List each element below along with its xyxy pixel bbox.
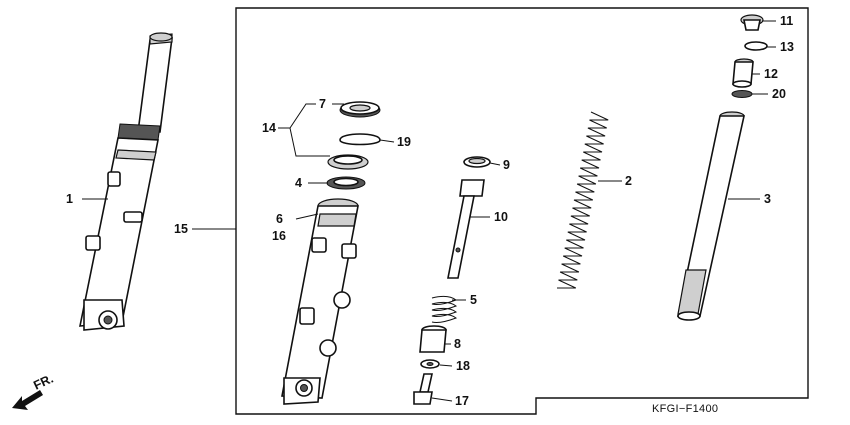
callout-1: 1 bbox=[66, 192, 73, 206]
callout-20: 20 bbox=[772, 87, 786, 101]
fork-bolt-part bbox=[740, 14, 764, 31]
callout-16: 16 bbox=[272, 229, 286, 243]
fork-spring-part bbox=[557, 111, 609, 289]
kit-frame bbox=[235, 7, 809, 415]
o-ring-part bbox=[731, 90, 753, 98]
callout-9: 9 bbox=[503, 158, 510, 172]
fork-pipe-part bbox=[677, 111, 745, 321]
front-direction-indicator: FR. bbox=[12, 372, 56, 410]
callout-14: 14 bbox=[262, 121, 276, 135]
socket-bolt-part bbox=[413, 373, 433, 405]
seal-lower-part bbox=[327, 154, 369, 170]
callout-3: 3 bbox=[764, 192, 771, 206]
rebound-spring-part bbox=[431, 295, 458, 323]
callout-5: 5 bbox=[470, 293, 477, 307]
diagram-code: KFGI−F1400 bbox=[652, 403, 718, 415]
oil-lock-piece-part bbox=[419, 325, 447, 353]
callout-labels: 1 2 3 4 5 6 16 7 8 9 10 11 12 13 14 15 1… bbox=[66, 14, 794, 408]
callout-10: 10 bbox=[494, 210, 508, 224]
callout-8: 8 bbox=[454, 337, 461, 351]
bottom-case-part bbox=[281, 198, 359, 405]
front-direction-label: FR. bbox=[31, 372, 55, 393]
stopper-ring-part bbox=[744, 41, 768, 51]
back-up-ring-part bbox=[326, 176, 366, 190]
snap-ring-part bbox=[339, 133, 381, 146]
fork-assembly-part bbox=[79, 32, 173, 331]
piston-ring-part bbox=[463, 156, 491, 168]
callout-2: 2 bbox=[625, 174, 632, 188]
callout-18: 18 bbox=[456, 359, 470, 373]
callout-7: 7 bbox=[319, 97, 326, 111]
callout-12: 12 bbox=[764, 67, 778, 81]
callout-15: 15 bbox=[174, 222, 188, 236]
callout-19: 19 bbox=[397, 135, 411, 149]
callout-11: 11 bbox=[780, 14, 793, 28]
spring-collar-part bbox=[732, 58, 754, 88]
callout-13: 13 bbox=[780, 40, 794, 54]
callout-4: 4 bbox=[295, 176, 302, 190]
oil-seal-part bbox=[339, 101, 381, 118]
callout-6: 6 bbox=[276, 212, 283, 226]
front-arrow-icon bbox=[12, 390, 43, 410]
sealing-washer-part bbox=[420, 359, 440, 369]
leader-lines bbox=[82, 20, 776, 402]
fork-piston-part bbox=[447, 179, 485, 279]
callout-17: 17 bbox=[455, 394, 469, 408]
